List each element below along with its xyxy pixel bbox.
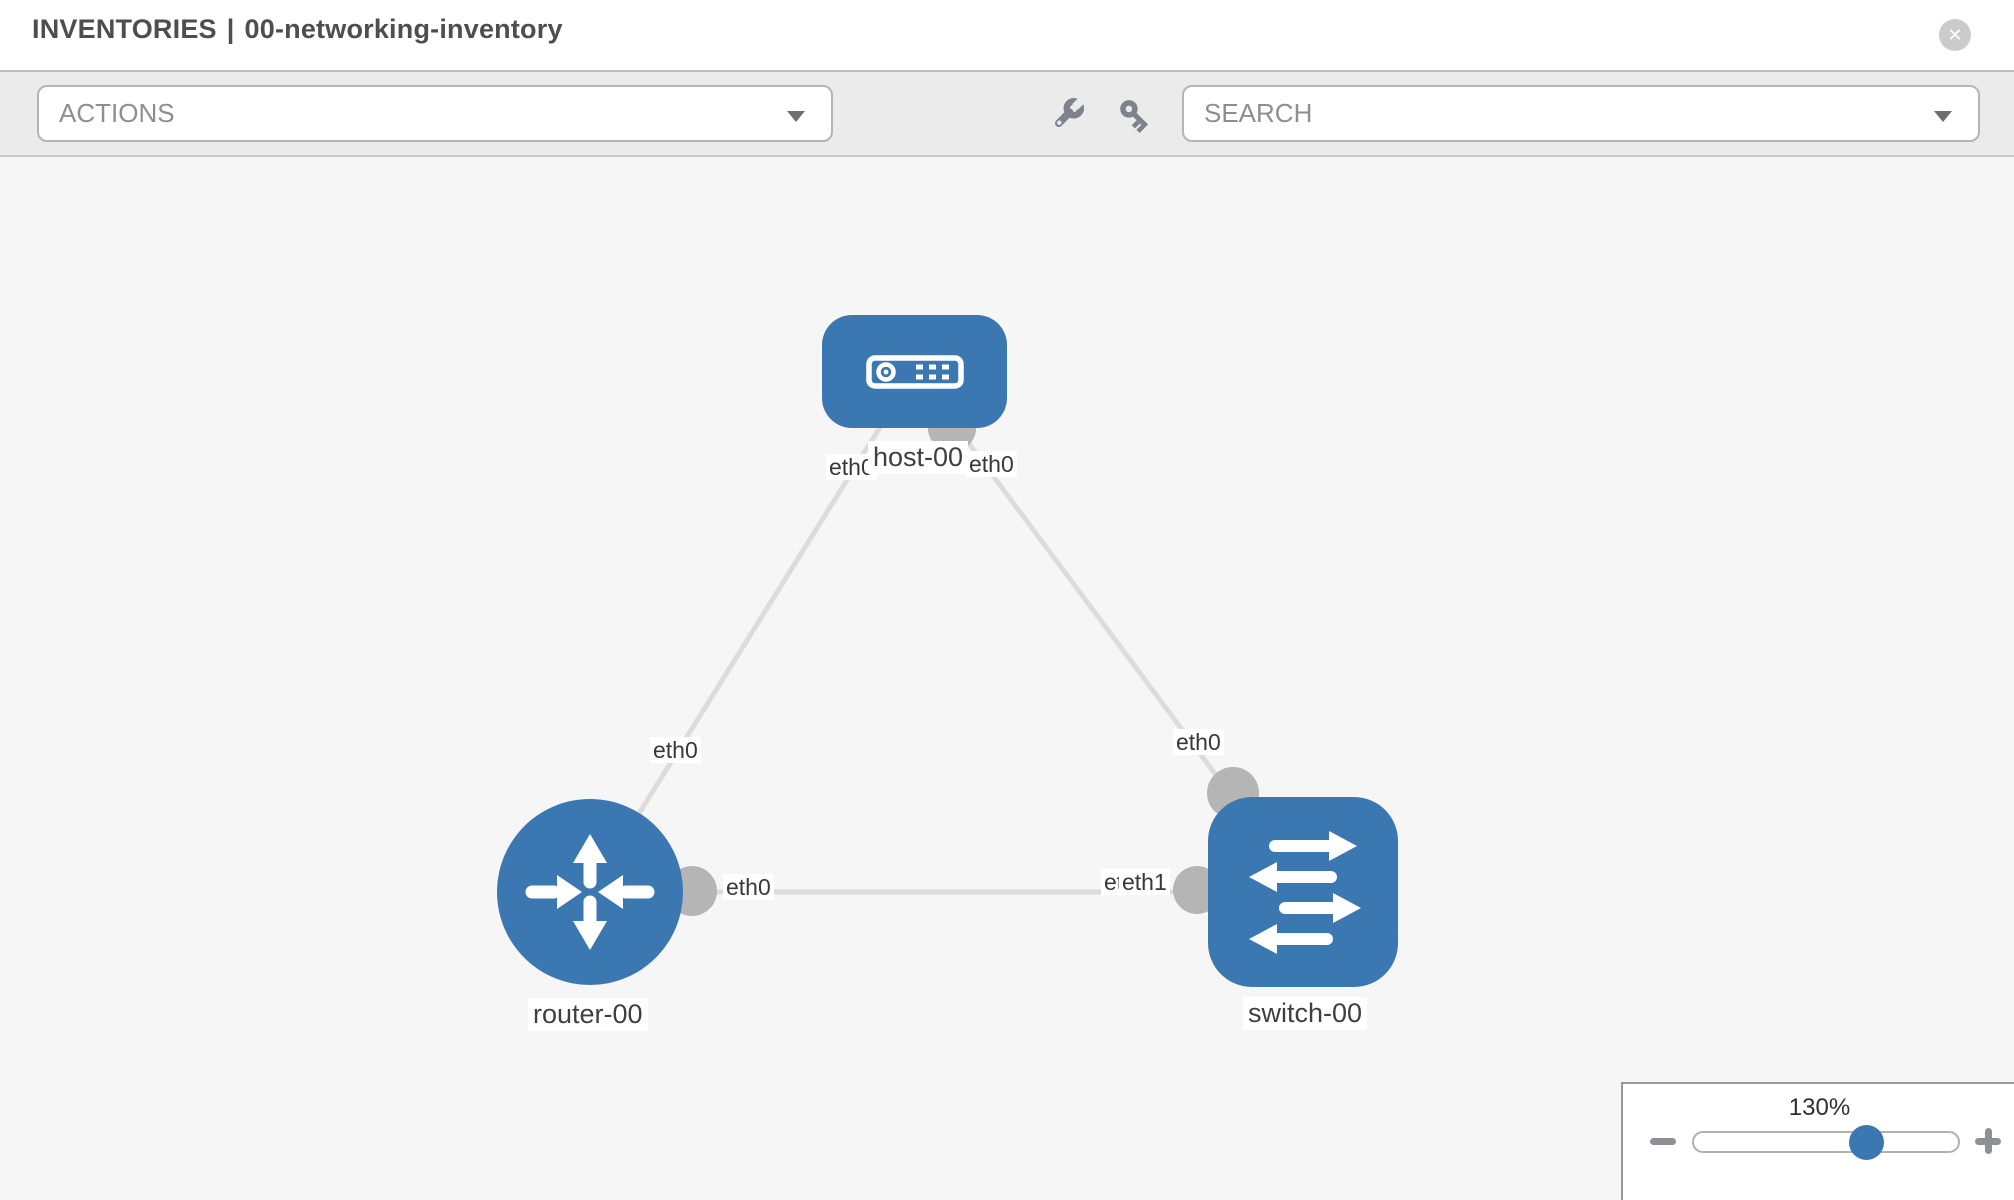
node-switch[interactable] (1208, 797, 1398, 987)
topology-canvas[interactable]: eth0 eth0 eth0 eth0 eth0 eth0 eth1 host-… (0, 157, 2014, 1200)
title-separator: | (226, 14, 235, 44)
interface-label: eth0 (966, 451, 1017, 478)
node-label-host: host-00 (868, 441, 969, 475)
node-label-switch: switch-00 (1243, 997, 1368, 1031)
switch-icon (1249, 831, 1361, 954)
zoom-in-button[interactable] (1975, 1128, 2001, 1154)
interface-label: eth1 (1119, 869, 1170, 896)
host-icon (866, 355, 964, 389)
key-icon[interactable] (1116, 96, 1156, 136)
wrench-icon[interactable] (1046, 95, 1087, 136)
chevron-down-icon (1934, 111, 1952, 122)
close-button[interactable]: ✕ (1939, 19, 1971, 51)
node-label-router: router-00 (528, 998, 648, 1032)
node-host[interactable] (822, 315, 1007, 428)
search-dropdown[interactable]: SEARCH (1182, 85, 1980, 142)
zoom-slider[interactable] (1692, 1125, 1960, 1160)
inventory-name: 00-networking-inventory (244, 14, 563, 44)
interface-label: eth0 (723, 874, 774, 901)
search-dropdown-label: SEARCH (1204, 98, 1313, 128)
toolbar: ACTIONS SEARCH (0, 70, 2014, 157)
interface-label: eth0 (650, 737, 701, 764)
breadcrumb: INVENTORIES (32, 14, 217, 44)
chevron-down-icon (787, 111, 805, 122)
router-icon (525, 834, 655, 950)
header: INVENTORIES | 00-networking-inventory ✕ (0, 0, 2014, 70)
zoom-out-button[interactable] (1650, 1138, 1676, 1145)
zoom-slider-handle[interactable] (1849, 1125, 1884, 1160)
zoom-level: 130% (1788, 1094, 1851, 1121)
node-router[interactable] (497, 799, 683, 985)
close-icon: ✕ (1947, 25, 1963, 45)
zoom-panel: 130% (1621, 1082, 2014, 1200)
interface-label: eth0 (1173, 729, 1224, 756)
actions-dropdown-label: ACTIONS (59, 98, 175, 128)
actions-dropdown[interactable]: ACTIONS (37, 85, 833, 142)
page-title: INVENTORIES | 00-networking-inventory (32, 14, 563, 45)
links-layer (587, 369, 1306, 916)
